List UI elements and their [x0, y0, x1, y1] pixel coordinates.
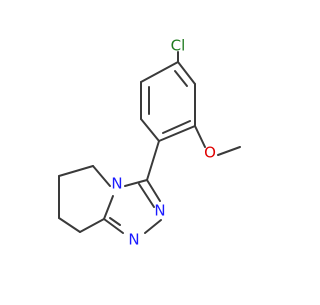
bond-ring-bottom-right-inner: [162, 120, 191, 134]
atom-label-nitrogen-n1: N: [128, 231, 139, 249]
bond-ring-right-cl-carbon-inner: [174, 70, 188, 87]
molecule-canvas: Cl O N N N: [0, 0, 300, 300]
bond-ring-c-cl-c-top: [140, 61, 179, 83]
bond-c8-c8a: [79, 218, 105, 233]
bond-c5-c6: [58, 165, 94, 177]
bond-c3-n2: [146, 179, 161, 202]
bond-c-o: [194, 125, 206, 148]
bond-aryl-triazole: [146, 140, 160, 181]
bond-n1-c8a: [103, 218, 124, 234]
bond-n1-c8a-inner: [109, 217, 121, 226]
bond-c3-n2-inner: [138, 183, 155, 208]
bond-ring-bottom-right: [158, 125, 196, 142]
bond-c7-c8: [58, 217, 81, 233]
molecule-structure: Cl O N N N: [0, 0, 300, 300]
bond-c8a-n4: [103, 195, 114, 220]
atom-label-group: Cl O N N N: [111, 37, 216, 249]
atom-label-chlorine: Cl: [171, 37, 186, 55]
bond-ring-left-bottom: [140, 118, 160, 142]
bond-ring-right-cl-carbon: [177, 61, 196, 85]
atom-label-oxygen: O: [204, 144, 216, 162]
bond-n4-c3: [124, 179, 148, 187]
canvas-background: [0, 0, 300, 300]
atom-label-nitrogen-n2: N: [154, 202, 165, 220]
bond-n4-c5: [92, 165, 111, 187]
atom-label-nitrogen-bridge: N: [111, 175, 122, 193]
bond-n2-n1: [144, 219, 162, 234]
bond-o-ch3: [217, 146, 241, 156]
bond-group: [58, 51, 241, 234]
